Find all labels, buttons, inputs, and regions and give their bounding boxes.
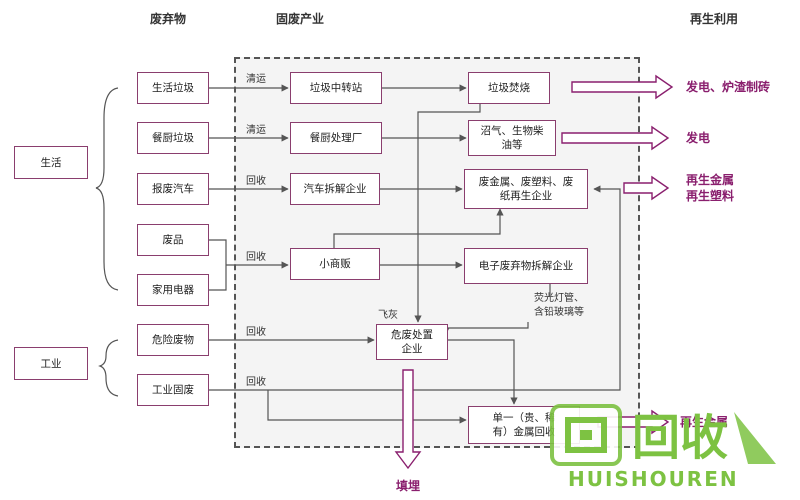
output-metal-2: 再生金属	[680, 415, 729, 429]
waste-kitchen: 餐厨垃圾	[137, 122, 209, 154]
label-recycle-1: 回收	[246, 176, 266, 187]
node-incineration: 垃圾焚烧	[468, 72, 550, 104]
node-kitchen-plant: 餐厨处理厂	[290, 122, 382, 154]
waste-hazardous: 危险废物	[137, 324, 209, 356]
label-recycle-4: 回收	[246, 377, 266, 388]
node-regen-enterprise: 废金属、废塑料、废 纸再生企业	[464, 169, 588, 209]
header-waste: 废弃物	[150, 12, 187, 26]
node-hazard-plant: 危废处置 企业	[376, 324, 448, 360]
waste-scrap-goods: 废品	[137, 224, 209, 256]
label-recycle-3: 回收	[246, 327, 266, 338]
node-transfer-station: 垃圾中转站	[290, 72, 382, 104]
wire-hazard-metal	[448, 339, 518, 405]
header-industry: 固废产业	[276, 12, 325, 26]
label-clear-2: 清运	[246, 125, 266, 136]
output-metal-plastic: 再生金属 再生塑料	[686, 173, 735, 203]
huishouren-watermark: 回收 HUISHOUREN	[550, 404, 776, 490]
waste-industrial-solid: 工业固废	[137, 374, 209, 406]
output-power-slag: 发电、炉渣制砖	[686, 80, 771, 94]
watermark-brand: HUISHOUREN	[568, 467, 739, 490]
output-landfill: 填埋	[396, 479, 421, 493]
category-life: 生活	[14, 146, 88, 179]
arrow-to-power	[561, 125, 670, 151]
waste-appliance: 家用电器	[137, 274, 209, 306]
wire-industrial-regen	[209, 185, 621, 391]
output-power: 发电	[686, 131, 711, 145]
label-recycle-2: 回收	[246, 252, 266, 263]
node-ewaste-dismantle: 电子废弃物拆解企业	[464, 248, 588, 284]
node-biogas: 沼气、生物柴 油等	[468, 120, 556, 156]
label-lamp-glass: 荧光灯管、 含铅玻璃等	[534, 293, 584, 318]
node-vendor: 小商贩	[290, 248, 380, 280]
wire-goods-merge	[209, 239, 227, 291]
wire-vendor-regen	[333, 208, 504, 248]
wire-flyash	[414, 104, 481, 323]
label-fly-ash: 飞灰	[378, 310, 398, 321]
wire-industrial-metal	[267, 390, 467, 424]
industry-bracket	[98, 339, 119, 397]
node-car-dismantle: 汽车拆解企业	[290, 173, 380, 205]
wire-lamp-hazard	[442, 322, 529, 335]
watermark-logo-text: 回收	[632, 410, 728, 466]
header-reuse: 再生利用	[690, 12, 739, 26]
arrow-to-power-slag	[571, 74, 674, 100]
waste-household: 生活垃圾	[137, 72, 209, 104]
label-clear-1: 清运	[246, 74, 266, 85]
category-industry: 工业	[14, 347, 88, 380]
life-bracket	[95, 87, 119, 291]
arrow-to-landfill	[394, 369, 422, 470]
arrow-to-metal-plastic	[623, 175, 670, 201]
waste-scrap-car: 报废汽车	[137, 173, 209, 205]
